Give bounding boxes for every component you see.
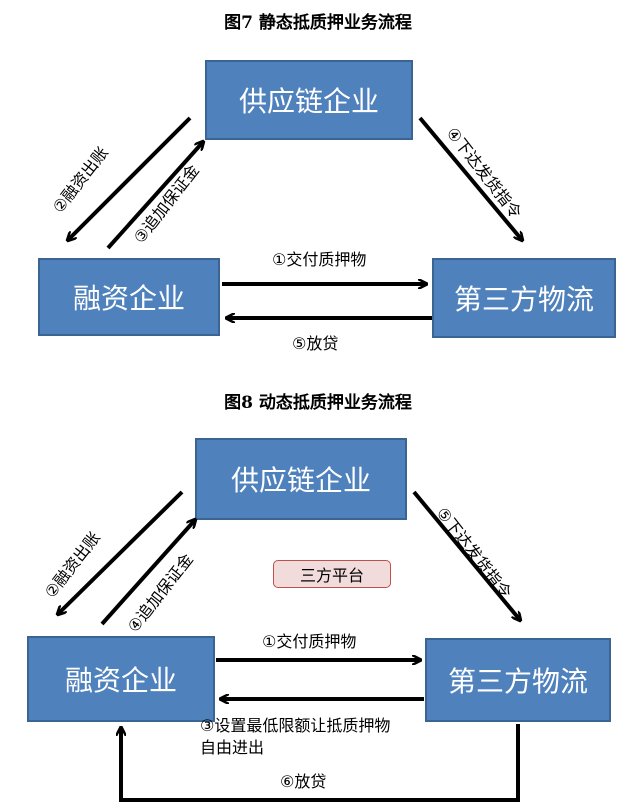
fig7-node-logistics: 第三方物流	[432, 258, 616, 338]
fig8-edge-set-minimum-line2: 自由进出	[200, 738, 265, 757]
fig7-edge-deliver-pledge: ①交付质押物	[272, 250, 367, 269]
fig8-arrow-issue-delivery	[412, 490, 520, 620]
fig8-node-platform: 三方平台	[273, 560, 391, 588]
fig7-arrow-financing-bill	[68, 116, 192, 240]
fig8-edge-set-minimum: ③设置最低限额让抵质押物	[200, 716, 391, 735]
fig8-arrow-add-margin	[100, 520, 195, 626]
fig7-edge-release-loan: ⑤放贷	[292, 334, 339, 353]
fig8-edge-release-loan: ⑥放贷	[280, 772, 327, 791]
fig8-arrow-release-loan	[121, 724, 520, 802]
fig7-node-supply-chain: 供应链企业	[205, 60, 413, 140]
fig8-edge-deliver-pledge: ①交付质押物	[262, 632, 357, 651]
fig7-node-financing: 融资企业	[38, 258, 220, 336]
fig7-arrow-add-margin	[106, 142, 203, 250]
fig8-node-supply-chain: 供应链企业	[195, 438, 407, 520]
fig8-arrow-financing-bill	[58, 490, 184, 614]
fig7-arrow-issue-delivery	[418, 116, 522, 240]
fig8-node-financing: 融资企业	[27, 636, 215, 722]
fig8-node-logistics: 第三方物流	[425, 638, 611, 722]
fig7-title: 图7 静态抵质押业务流程	[224, 13, 412, 33]
fig8-title: 图8 动态抵质押业务流程	[224, 393, 412, 413]
